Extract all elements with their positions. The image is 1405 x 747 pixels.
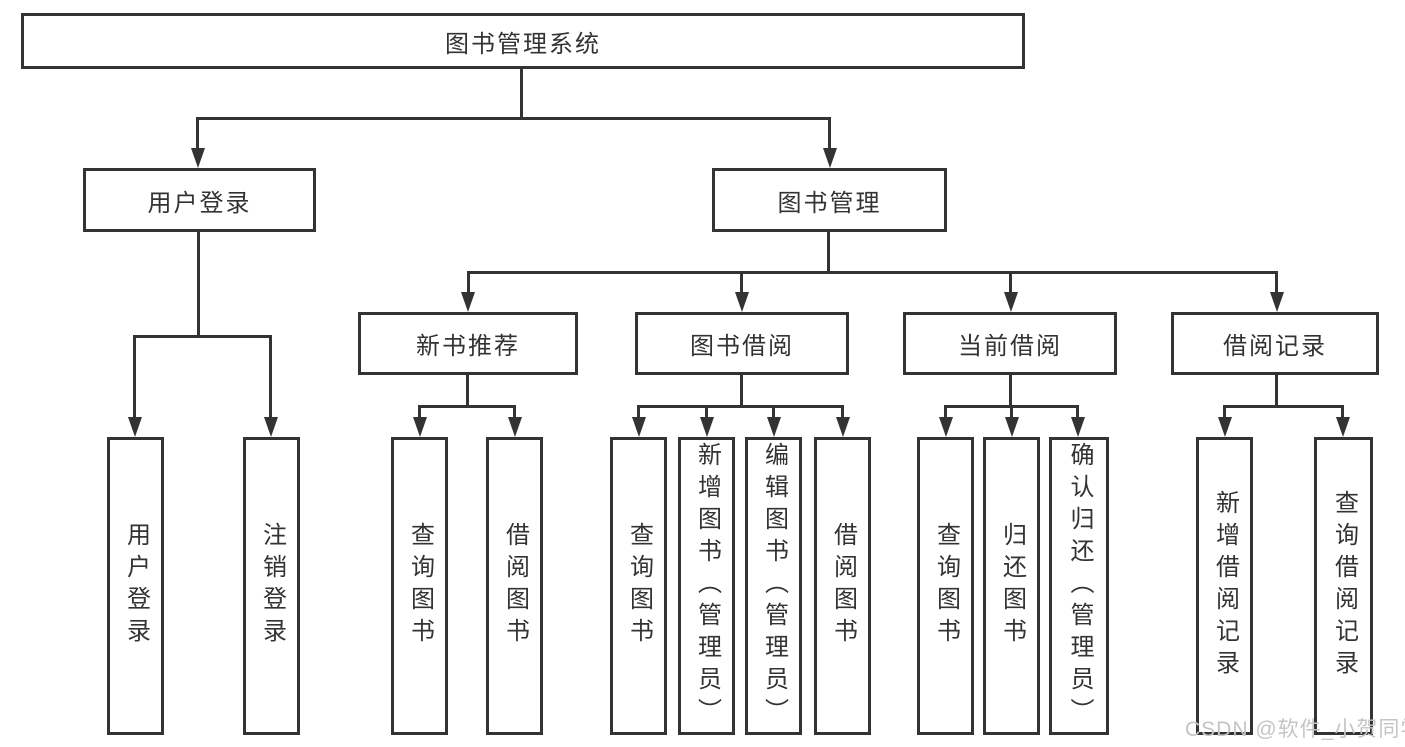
connector-login-bar — [133, 335, 272, 338]
leaf-user-login: 用户登录 — [107, 437, 164, 735]
connector-arm-query2 — [637, 405, 640, 420]
connector-arm-confirm-return — [1076, 405, 1079, 420]
connector-arm-new-book — [467, 271, 470, 295]
arrowhead-return-book — [1005, 417, 1019, 437]
connector-root-trunk — [520, 68, 523, 119]
arrowhead-edit-book — [767, 417, 781, 437]
leaf-edit-book-admin: 编辑图书（管理员） — [745, 437, 802, 735]
connector-arm-add-book — [705, 405, 708, 420]
arrowhead-borrow1 — [508, 417, 522, 437]
arrowhead-borrow2 — [836, 417, 850, 437]
arrowhead-leaf-user-login — [128, 417, 142, 437]
leaf-query-borrow-record: 查询借阅记录 — [1314, 437, 1373, 735]
connector-arm-leaf-user-login — [133, 335, 136, 418]
arrowhead-add-record — [1218, 417, 1232, 437]
connector-arm-borrow-records — [1275, 271, 1278, 295]
connector-currentborrow-trunk — [1009, 375, 1012, 408]
connector-arm-borrow1 — [513, 405, 516, 420]
leaf-borrow-books-2: 借阅图书 — [814, 437, 871, 735]
connector-arm-user-login — [196, 117, 199, 150]
connector-arm-return-book — [1010, 405, 1013, 420]
connector-arm-query1 — [418, 405, 421, 420]
arrowhead-new-book — [461, 292, 475, 312]
leaf-query-books-3: 查询图书 — [917, 437, 974, 735]
connector-management-trunk — [827, 232, 830, 273]
arrowhead-borrow-records — [1270, 292, 1284, 312]
leaf-query-books-1: 查询图书 — [391, 437, 448, 735]
arrowhead-query1 — [413, 417, 427, 437]
arrowhead-book-borrow — [735, 292, 749, 312]
connector-arm-add-record — [1223, 405, 1226, 420]
node-book-borrow: 图书借阅 — [635, 312, 849, 375]
arrowhead-add-book — [700, 417, 714, 437]
connector-arm-borrow2 — [841, 405, 844, 420]
leaf-logout: 注销登录 — [243, 437, 300, 735]
connector-arm-query-record — [1341, 405, 1344, 420]
arrowhead-confirm-return — [1071, 417, 1085, 437]
connector-borrowrecord-trunk — [1275, 375, 1278, 408]
arrowhead-query3 — [939, 417, 953, 437]
connector-arm-leaf-logout — [269, 335, 272, 418]
leaf-add-book-admin: 新增图书（管理员） — [678, 437, 735, 735]
connector-arm-edit-book — [772, 405, 775, 420]
arrowhead-book-management — [823, 148, 837, 168]
arrowhead-leaf-logout — [264, 417, 278, 437]
leaf-query-books-2: 查询图书 — [610, 437, 667, 735]
node-current-borrow: 当前借阅 — [903, 312, 1117, 375]
connector-management-bar — [467, 271, 1278, 274]
leaf-confirm-return-admin: 确认归还（管理员） — [1049, 437, 1109, 735]
connector-bookborrow-bar — [637, 405, 844, 408]
arrowhead-query-record — [1336, 417, 1350, 437]
node-root: 图书管理系统 — [21, 13, 1025, 69]
leaf-add-borrow-record: 新增借阅记录 — [1196, 437, 1253, 735]
connector-root-bar — [198, 117, 830, 120]
node-new-book-recommend: 新书推荐 — [358, 312, 578, 375]
connector-arm-book-management — [828, 117, 831, 150]
connector-newbook-trunk — [466, 375, 469, 408]
leaf-borrow-books-1: 借阅图书 — [486, 437, 543, 735]
node-borrow-records: 借阅记录 — [1171, 312, 1379, 375]
connector-arm-current-borrow — [1009, 271, 1012, 295]
connector-arm-query3 — [944, 405, 947, 420]
leaf-return-book: 归还图书 — [983, 437, 1040, 735]
watermark-text: CSDN @软件_小贺同学 — [1185, 718, 1405, 741]
connector-bookborrow-trunk — [740, 375, 743, 408]
node-book-management: 图书管理 — [712, 168, 947, 232]
arrowhead-query2 — [632, 417, 646, 437]
connector-arm-book-borrow — [740, 271, 743, 295]
node-user-login: 用户登录 — [83, 168, 316, 232]
connector-newbook-bar — [418, 405, 516, 408]
connector-login-trunk — [197, 232, 200, 337]
arrowhead-user-login — [191, 148, 205, 168]
arrowhead-current-borrow — [1004, 292, 1018, 312]
connector-borrowrecord-bar — [1223, 405, 1343, 408]
